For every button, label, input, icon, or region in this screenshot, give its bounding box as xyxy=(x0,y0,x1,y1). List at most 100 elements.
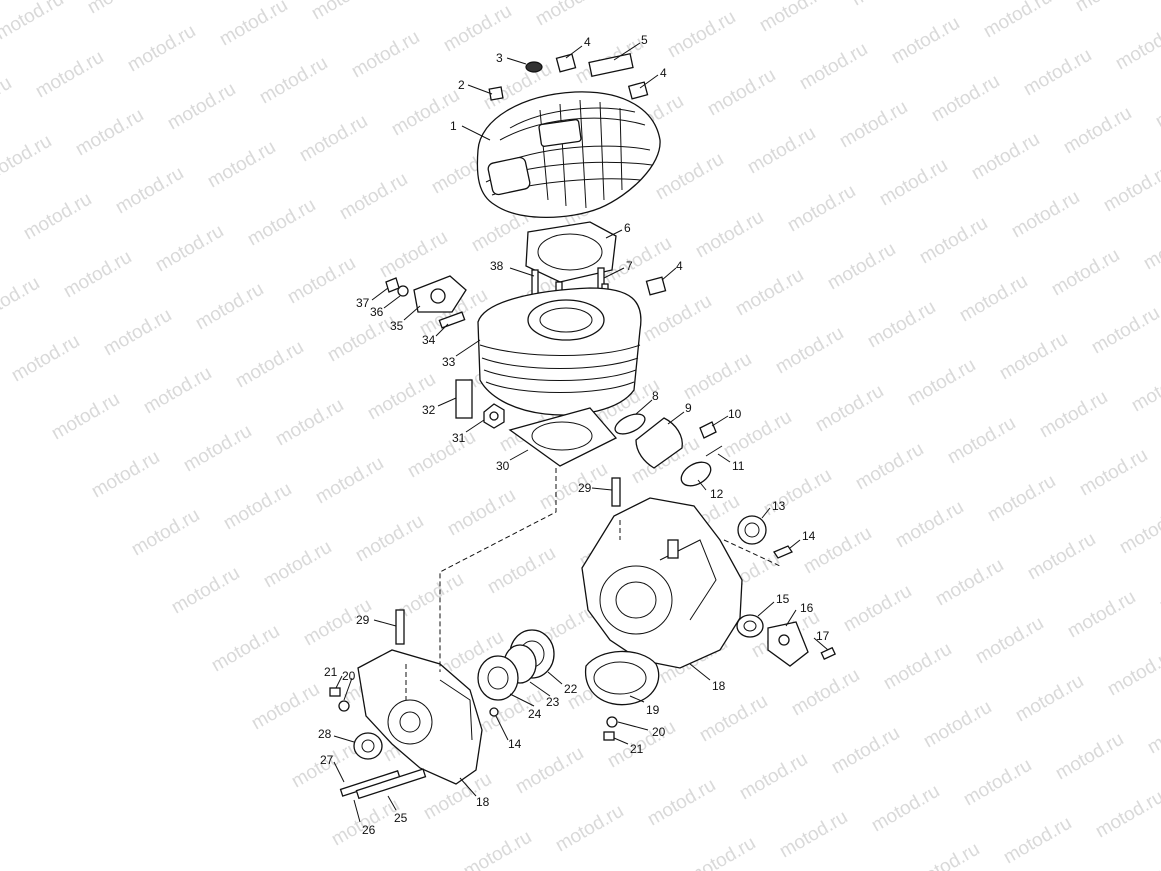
watermark-text: motod.ru xyxy=(324,311,399,367)
watermark-text: motod.ru xyxy=(868,781,943,837)
right-crankcase-half xyxy=(581,497,743,669)
watermark-text: motod.ru xyxy=(680,349,755,405)
watermark-text: motod.ru xyxy=(60,247,135,303)
watermark-text: motod.ru xyxy=(776,807,851,863)
callout-4-right: 4 xyxy=(660,66,667,80)
watermark-text: motod.ru xyxy=(864,297,939,353)
watermark-text: motod.ru xyxy=(1152,77,1161,133)
watermark-text: motod.ru xyxy=(1000,813,1075,869)
watermark-text: motod.ru xyxy=(968,129,1043,185)
watermark-text: motod.ru xyxy=(984,471,1059,527)
callout-26: 26 xyxy=(362,823,376,837)
watermark-text: motod.ru xyxy=(260,537,335,593)
callout-32: 32 xyxy=(422,403,436,417)
watermark-text: motod.ru xyxy=(0,131,55,187)
callout-20-right: 20 xyxy=(652,725,666,739)
callout-12: 12 xyxy=(710,487,724,501)
watermark-text: motod.ru xyxy=(692,207,767,263)
callout-1: 1 xyxy=(450,119,457,133)
watermark-text: motod.ru xyxy=(784,181,859,237)
watermark-text: motod.ru xyxy=(244,195,319,251)
watermark-text: motod.ru xyxy=(84,0,159,18)
watermark-text: motod.ru xyxy=(32,47,107,103)
watermark-text: motod.ru xyxy=(1036,387,1111,443)
watermark-text: motod.ru xyxy=(140,363,215,419)
watermark-text: motod.ru xyxy=(652,149,727,205)
watermark-text: motod.ru xyxy=(696,691,771,747)
callout-36: 36 xyxy=(370,305,384,319)
watermark-text: motod.ru xyxy=(1020,45,1095,101)
watermark-text: motod.ru xyxy=(88,447,163,503)
callout-20-left: 20 xyxy=(342,669,356,683)
watermark-text: motod.ru xyxy=(484,543,559,599)
watermark-text: motod.ru xyxy=(1052,729,1127,785)
watermark-text: motod.ru xyxy=(296,111,371,167)
watermark-text: motod.ru xyxy=(960,755,1035,811)
watermark-text: motod.ru xyxy=(272,395,347,451)
callout-29-left: 29 xyxy=(356,613,370,627)
watermark-text: motod.ru xyxy=(1064,587,1139,643)
watermark-text: motod.ru xyxy=(928,71,1003,127)
watermark-text: motod.ru xyxy=(624,0,699,4)
watermark-text: motod.ru xyxy=(852,439,927,495)
watermark-text: motod.ru xyxy=(1100,161,1161,217)
watermark-text: motod.ru xyxy=(908,839,983,871)
watermark-text: motod.ru xyxy=(944,413,1019,469)
watermark-text: motod.ru xyxy=(1092,787,1161,843)
callout-24: 24 xyxy=(528,707,542,721)
callout-25: 25 xyxy=(394,811,408,825)
watermark-text: motod.ru xyxy=(1008,187,1083,243)
watermark-text: motod.ru xyxy=(1072,0,1147,16)
watermark-text: motod.ru xyxy=(0,215,3,271)
watermark-text: motod.ru xyxy=(348,27,423,83)
watermark-text: motod.ru xyxy=(956,271,1031,327)
watermark-text: motod.ru xyxy=(72,105,147,161)
watermark-text: motod.ru xyxy=(308,0,383,24)
watermark-text: motod.ru xyxy=(916,213,991,269)
watermark-text: motod.ru xyxy=(1116,503,1161,559)
watermark-text: motod.ru xyxy=(1076,445,1151,501)
left-crankcase-half xyxy=(357,649,483,785)
watermark-text: motod.ru xyxy=(684,833,759,871)
watermark-text: motod.ru xyxy=(112,163,187,219)
intake-parts xyxy=(614,413,723,487)
watermark-text: motod.ru xyxy=(48,389,123,445)
watermark-text: motod.ru xyxy=(20,189,95,245)
watermark-text: motod.ru xyxy=(1144,703,1161,759)
lower-right-fasteners xyxy=(603,716,618,741)
callout-2: 2 xyxy=(458,78,465,92)
watermark-text: motod.ru xyxy=(256,53,331,109)
left-side-small-parts xyxy=(329,477,621,800)
callout-3: 3 xyxy=(496,51,503,65)
watermark-text: motod.ru xyxy=(640,291,715,347)
cylinder xyxy=(477,287,642,416)
callout-10: 10 xyxy=(728,407,742,421)
watermark-text: motod.ru xyxy=(744,123,819,179)
watermark-text: motod.ru xyxy=(972,613,1047,669)
watermark-text: motod.ru xyxy=(892,497,967,553)
callout-38: 38 xyxy=(490,259,504,273)
watermark-text: motod.ru xyxy=(232,337,307,393)
callout-15: 15 xyxy=(776,592,790,606)
watermark-text: motod.ru xyxy=(552,801,627,857)
crank-bearings xyxy=(477,629,555,717)
watermark-text: motod.ru xyxy=(840,581,915,637)
watermark-text: motod.ru xyxy=(1024,529,1099,585)
watermark-text: motod.ru xyxy=(312,453,387,509)
watermark-text: motod.ru xyxy=(460,827,535,871)
watermark-text: motod.ru xyxy=(152,221,227,277)
watermark-text: motod.ru xyxy=(220,479,295,535)
watermark-text: motod.ru xyxy=(736,749,811,805)
watermark-text: motod.ru xyxy=(1140,219,1161,275)
callout-17: 17 xyxy=(816,629,830,643)
watermark-text: motod.ru xyxy=(812,381,887,437)
callout-14-left: 14 xyxy=(508,737,522,751)
watermark-text: motod.ru xyxy=(1060,103,1135,159)
watermark-text: motod.ru xyxy=(888,13,963,69)
watermark-text: motod.ru xyxy=(336,169,411,225)
watermark-text: motod.ru xyxy=(796,39,871,95)
watermark-text: motod.ru xyxy=(920,697,995,753)
watermark-text: motod.ru xyxy=(848,0,923,10)
exhaust-flange xyxy=(385,275,467,329)
